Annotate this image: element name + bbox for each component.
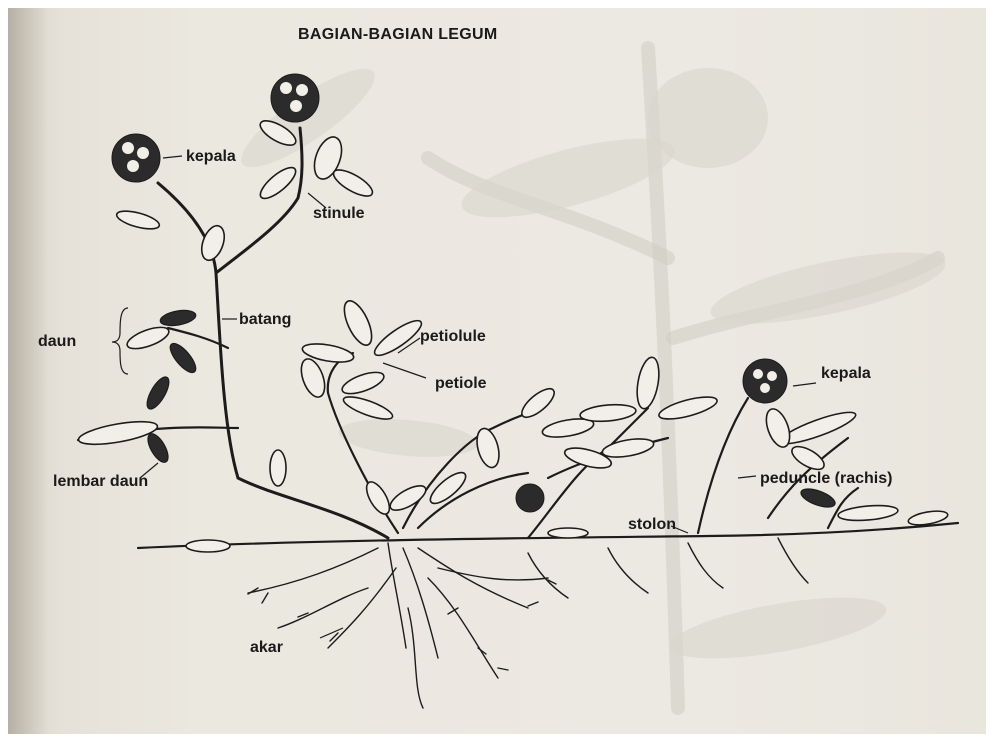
label-lembar-daun: lembar daun [53,473,148,490]
label-stinule: stinule [313,205,365,222]
label-akar: akar [250,639,283,656]
daun-brace [112,308,128,374]
label-petiole: petiole [435,375,487,392]
label-petiolule: petiolule [420,328,486,345]
label-peduncle: peduncle (rachis) [760,470,892,487]
label-daun: daun [38,333,76,350]
label-pointers [140,156,816,638]
legume-diagram: BAGIAN-BAGIAN LEGUM [8,8,986,734]
label-kepala-right: kepala [821,365,871,382]
ground-line [138,523,958,548]
label-kepala-top: kepala [186,148,236,165]
label-batang: batang [239,311,291,328]
diagram-title: BAGIAN-BAGIAN LEGUM [298,26,497,43]
label-stolon: stolon [628,516,676,533]
book-page: BAGIAN-BAGIAN LEGUM [8,8,986,734]
